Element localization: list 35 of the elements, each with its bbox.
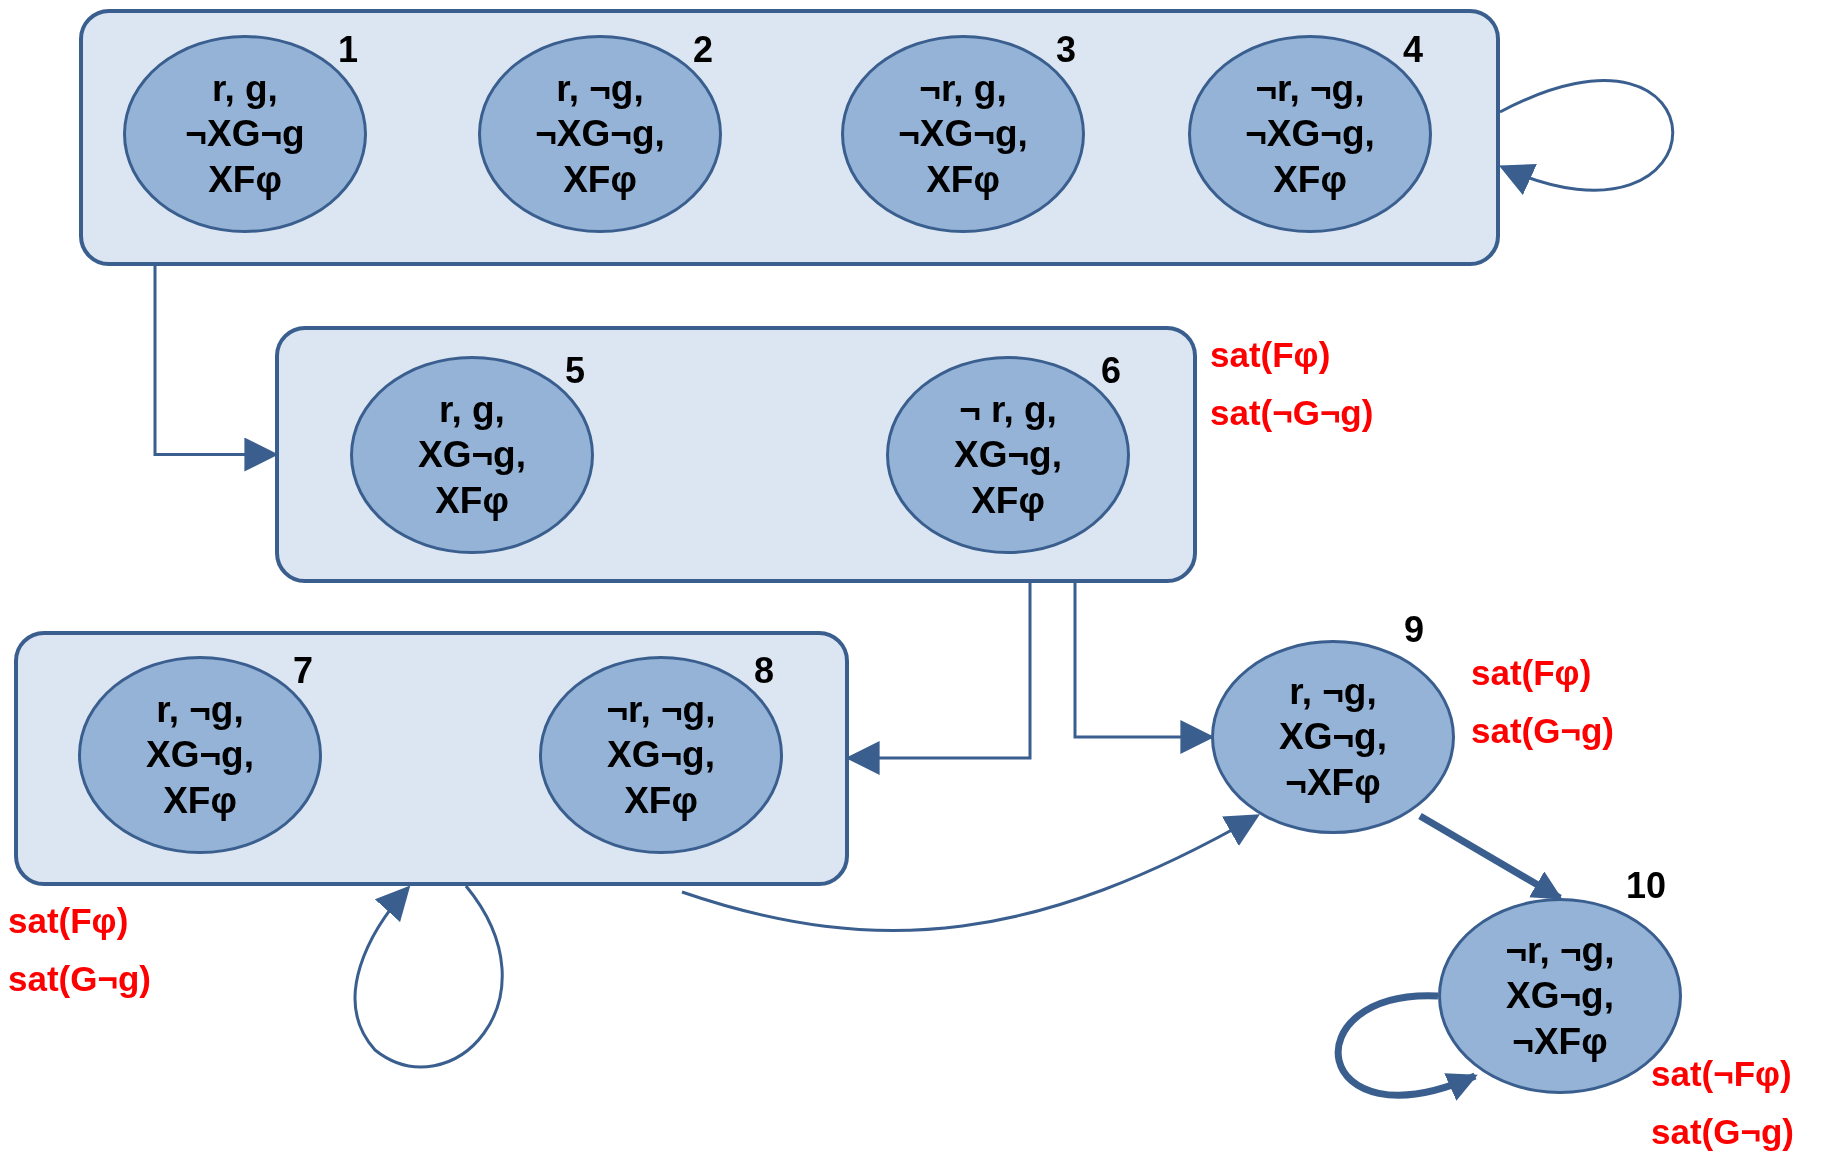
arrow [681,814,1260,932]
state-label: ¬r, ¬g, XG¬g, ¬XFφ [1504,929,1616,1064]
state-label: r, ¬g, XG¬g, XFφ [145,688,255,823]
state-number: 7 [293,653,314,689]
state-label: ¬r, g, ¬XG¬g, XFφ [897,67,1029,202]
annotation-text: sat(Fφ) [1210,334,1331,376]
state-number: 6 [1101,353,1122,389]
annotation-text: sat(Fφ) [8,900,129,942]
annotation-text: sat(¬Fφ) [1651,1053,1792,1095]
state-number: 8 [754,653,775,689]
state-label: r, g, XG¬g, XFφ [417,388,527,523]
arrow [1498,79,1674,194]
group-box [79,9,1500,266]
state-label: r, ¬g, XG¬g, ¬XFφ [1278,670,1388,805]
state-number: 9 [1404,612,1425,648]
state-number: 2 [693,32,714,68]
state-label: ¬r, ¬g, ¬XG¬g, XFφ [1244,67,1376,202]
group-box [14,631,849,886]
state-number: 1 [338,32,359,68]
annotation-text: sat(¬G¬g) [1210,392,1374,434]
state-number: 5 [565,353,586,389]
arrow [353,885,504,1069]
state-number: 3 [1056,32,1077,68]
annotation-text: sat(G¬g) [1471,710,1614,752]
state-label: ¬ r, g, XG¬g, XFφ [953,388,1063,523]
state-number: 4 [1403,32,1424,68]
arrow [1335,992,1478,1100]
annotation-text: sat(G¬g) [1651,1111,1794,1153]
annotation-text: sat(Fφ) [1471,652,1592,694]
state-label: r, ¬g, ¬XG¬g, XFφ [534,67,666,202]
state-label: ¬r, ¬g, XG¬g, XFφ [605,688,717,823]
state-label: r, g, ¬XG¬g XFφ [184,67,306,202]
annotation-text: sat(G¬g) [8,958,151,1000]
group-box [275,326,1197,583]
state-number: 10 [1626,868,1667,904]
